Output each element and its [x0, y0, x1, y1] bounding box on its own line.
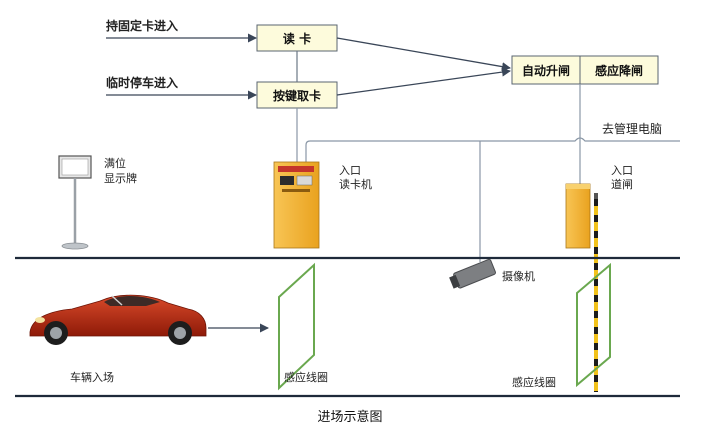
induction-loop-left: [278, 262, 315, 391]
entry-reader-label-1: 入口: [339, 164, 361, 177]
display-board-label-1: 满位: [104, 156, 126, 170]
to-pc-label: 去管理电脑: [602, 121, 662, 136]
read-to-gate-arrow: [336, 37, 511, 72]
input-fixed-card: 持固定卡进入: [106, 18, 257, 43]
camera: [449, 258, 496, 289]
button-to-gate-arrow: [336, 67, 511, 96]
car-entry-label: 车辆入场: [70, 370, 114, 384]
read-card-label: 读 卡: [283, 31, 311, 46]
display-board-label-2: 显示牌: [104, 171, 137, 185]
car: [29, 294, 207, 345]
button-card-label: 按键取卡: [273, 88, 321, 103]
diagram-title: 进场示意图: [317, 409, 382, 425]
gate-control-box: 自动升闸 感应降闸: [511, 55, 659, 85]
loop-right-label: 感应线圈: [512, 375, 556, 389]
entry-barrier-gate: [565, 183, 591, 249]
barrier-arm: [594, 193, 598, 392]
entry-card-reader: [273, 161, 320, 249]
input-temp-parking: 临时停车进入: [106, 75, 257, 100]
temp-parking-label: 临时停车进入: [106, 75, 178, 90]
fixed-card-label: 持固定卡进入: [106, 18, 178, 33]
sense-lower-label: 感应降闸: [595, 63, 643, 78]
entry-reader-label-2: 读卡机: [339, 177, 372, 191]
induction-loop-right: [576, 262, 611, 388]
auto-raise-label: 自动升闸: [522, 63, 570, 78]
loop-left-label: 感应线圈: [284, 370, 328, 384]
display-board: [58, 155, 92, 250]
button-card-box: 按键取卡: [256, 81, 338, 109]
camera-label: 摄像机: [502, 269, 535, 283]
entry-gate-label-2: 道闸: [611, 177, 633, 191]
wiring: [296, 84, 680, 262]
entry-gate-label-1: 入口: [611, 164, 633, 177]
read-card-box: 读 卡: [256, 24, 338, 52]
